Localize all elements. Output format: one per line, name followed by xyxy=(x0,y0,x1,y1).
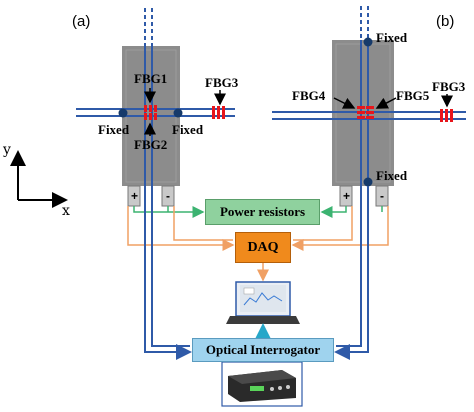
fbg3-right-grating xyxy=(440,109,453,122)
daq-label: DAQ xyxy=(247,239,279,255)
fixed-point-right xyxy=(173,108,183,118)
right-thermoelectric-module xyxy=(272,6,466,207)
left-minus-label: - xyxy=(166,189,170,203)
axes-icon xyxy=(10,150,68,208)
fbg2-label: FBG2 xyxy=(134,137,168,152)
fbg5-grating xyxy=(366,106,374,119)
axis-label-y: y xyxy=(3,142,11,158)
interrogator-device-icon xyxy=(221,361,303,407)
optical-interrogator-label: Optical Interrogator xyxy=(205,342,321,357)
panel-label-b: (b) xyxy=(436,13,455,30)
fbg3-left-grating xyxy=(212,106,225,119)
fixed-label-top: Fixed xyxy=(376,30,408,45)
fiber-routes xyxy=(144,186,369,360)
left-plus-label: + xyxy=(131,189,139,203)
power-resistors-box: Power resistors xyxy=(205,199,320,225)
fbg2-grating xyxy=(144,113,157,120)
daq-wires xyxy=(127,206,389,282)
fbg1-label: FBG1 xyxy=(134,71,168,86)
fixed-label-right: Fixed xyxy=(172,122,204,137)
fbg4-label: FBG4 xyxy=(292,88,326,103)
left-thermoelectric-module xyxy=(76,8,235,207)
power-resistors-label: Power resistors xyxy=(219,204,306,219)
right-plus-label: + xyxy=(343,189,351,203)
panel-label-a: (a) xyxy=(72,13,91,30)
fbg4-grating xyxy=(357,106,365,119)
fixed-point-left xyxy=(118,108,128,118)
power-wires xyxy=(133,206,383,218)
axis-label-x: x xyxy=(62,203,70,219)
optical-interrogator-box: Optical Interrogator xyxy=(192,338,334,362)
fixed-point-bottom xyxy=(363,177,373,187)
right-minus-label: - xyxy=(380,189,384,203)
fbg3-label-right: FBG3 xyxy=(432,79,466,94)
daq-box: DAQ xyxy=(235,232,291,263)
fixed-point-top xyxy=(363,37,373,47)
laptop-icon xyxy=(226,281,300,324)
fixed-label-left: Fixed xyxy=(98,122,130,137)
fbg5-label: FBG5 xyxy=(396,88,430,103)
fbg3-label-left: FBG3 xyxy=(205,75,239,90)
fixed-label-bottom: Fixed xyxy=(376,168,408,183)
fbg1-grating xyxy=(144,105,157,112)
